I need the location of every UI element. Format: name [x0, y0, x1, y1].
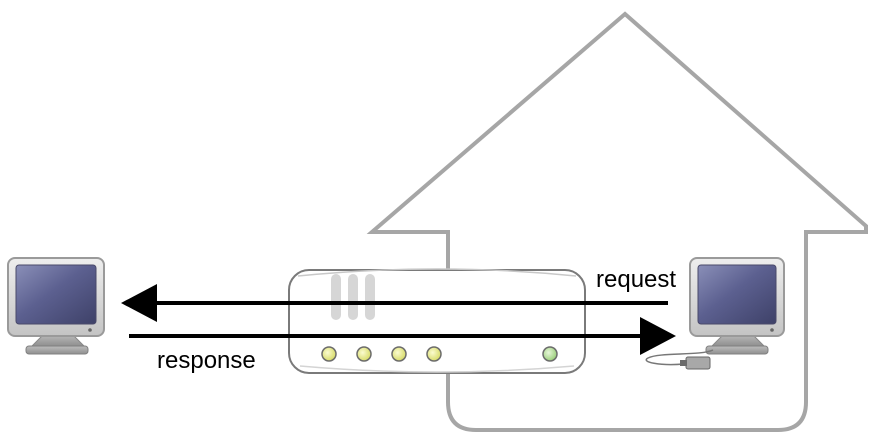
router-led-green: [542, 346, 558, 362]
request-label: request: [596, 266, 676, 293]
request-arrowhead: [121, 284, 157, 322]
left-monitor-screen: [15, 264, 97, 325]
router-bottom-curve: [299, 365, 575, 373]
usb-plug-body: [685, 356, 711, 370]
left-monitor-power-light: [88, 328, 92, 332]
response-arrowhead: [640, 317, 676, 355]
right-monitor-power-light: [770, 328, 774, 332]
router-vent-slot: [331, 274, 341, 320]
right-monitor-base: [705, 345, 769, 355]
request-arrow: [121, 284, 668, 322]
right-computer-icon: [689, 257, 785, 355]
router-led: [321, 346, 337, 362]
usb-cable-wire: [645, 349, 714, 366]
router-vent-slot: [348, 274, 358, 320]
response-label: response: [157, 347, 256, 374]
usb-cable-icon: [645, 349, 714, 370]
router-led: [391, 346, 407, 362]
router-top-curve: [297, 268, 577, 277]
left-computer-icon: [7, 257, 105, 355]
router-led-row: [321, 346, 558, 362]
right-monitor-screen: [697, 264, 777, 325]
response-arrow: [129, 317, 676, 355]
left-monitor-base: [25, 345, 89, 355]
router-led: [426, 346, 442, 362]
router-led: [356, 346, 372, 362]
house-outline-icon: [366, 11, 868, 432]
usb-plug-tip: [680, 360, 687, 366]
router-vent-slot: [365, 274, 375, 320]
